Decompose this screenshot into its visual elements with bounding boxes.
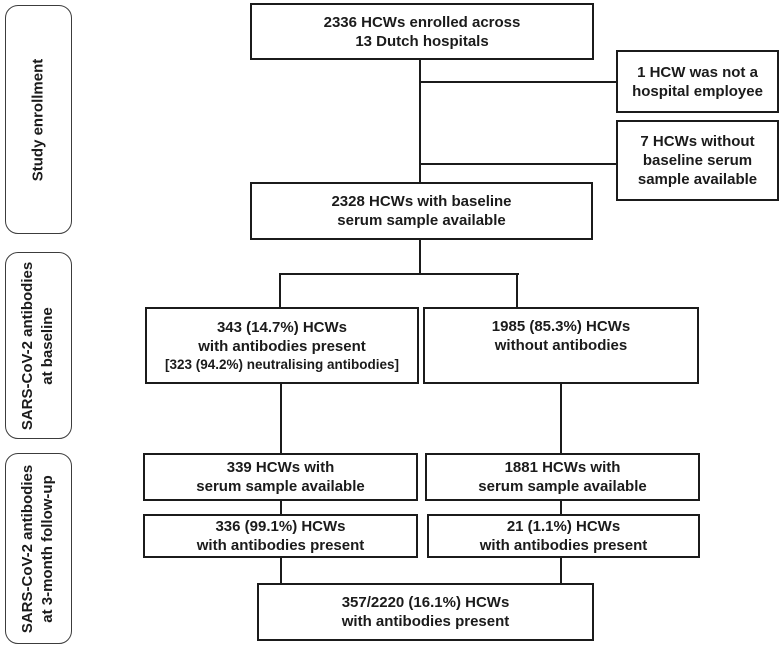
connector-enrolled-to-baseline xyxy=(419,59,421,183)
connector-branch-no-sample xyxy=(419,163,617,165)
box-total-antibodies: 357/2220 (16.1%) HCWs with antibodies pr… xyxy=(257,583,594,641)
box-baseline-antibodies-present: 343 (14.7%) HCWs with antibodies present… xyxy=(145,307,419,384)
stage-antibodies-followup: SARS-CoV-2 antibodies at 3-month follow-… xyxy=(5,453,72,644)
box-enrolled: 2336 HCWs enrolled across 13 Dutch hospi… xyxy=(250,3,594,60)
connector-right-sample-to-pos xyxy=(560,500,562,516)
box-baseline-no-antibodies: 1985 (85.3%) HCWs without antibodies xyxy=(423,307,699,384)
connector-split-to-positive xyxy=(279,273,281,309)
connector-pos-to-followup-sample xyxy=(280,383,282,455)
box-baseline-sample: 2328 HCWs with baseline serum sample ava… xyxy=(250,182,593,240)
stage-antibodies-baseline: SARS-CoV-2 antibodies at baseline xyxy=(5,252,72,439)
box-followup-antibodies-left: 336 (99.1%) HCWs with antibodies present xyxy=(143,514,418,558)
stage-label: SARS-CoV-2 antibodies at 3-month follow-… xyxy=(19,464,57,633)
connector-right-to-total xyxy=(560,557,562,585)
connector-split-to-negative xyxy=(516,273,518,309)
connector-baseline-split-stem xyxy=(419,239,421,275)
stage-study-enrollment: Study enrollment xyxy=(5,5,72,234)
box-not-employee: 1 HCW was not a hospital employee xyxy=(616,50,779,113)
connector-baseline-split-bar xyxy=(279,273,519,275)
box-followup-sample-left: 339 HCWs with serum sample available xyxy=(143,453,418,501)
stage-label: SARS-CoV-2 antibodies at baseline xyxy=(19,261,57,430)
connector-left-to-total xyxy=(280,557,282,585)
box-followup-sample-right: 1881 HCWs with serum sample available xyxy=(425,453,700,501)
box-no-baseline-sample: 7 HCWs without baseline serum sample ava… xyxy=(616,120,779,201)
connector-neg-to-followup-sample xyxy=(560,383,562,455)
stage-label: Study enrollment xyxy=(29,58,47,181)
box-followup-antibodies-right: 21 (1.1%) HCWs with antibodies present xyxy=(427,514,700,558)
connector-left-sample-to-pos xyxy=(280,500,282,516)
connector-branch-not-employee xyxy=(419,81,617,83)
